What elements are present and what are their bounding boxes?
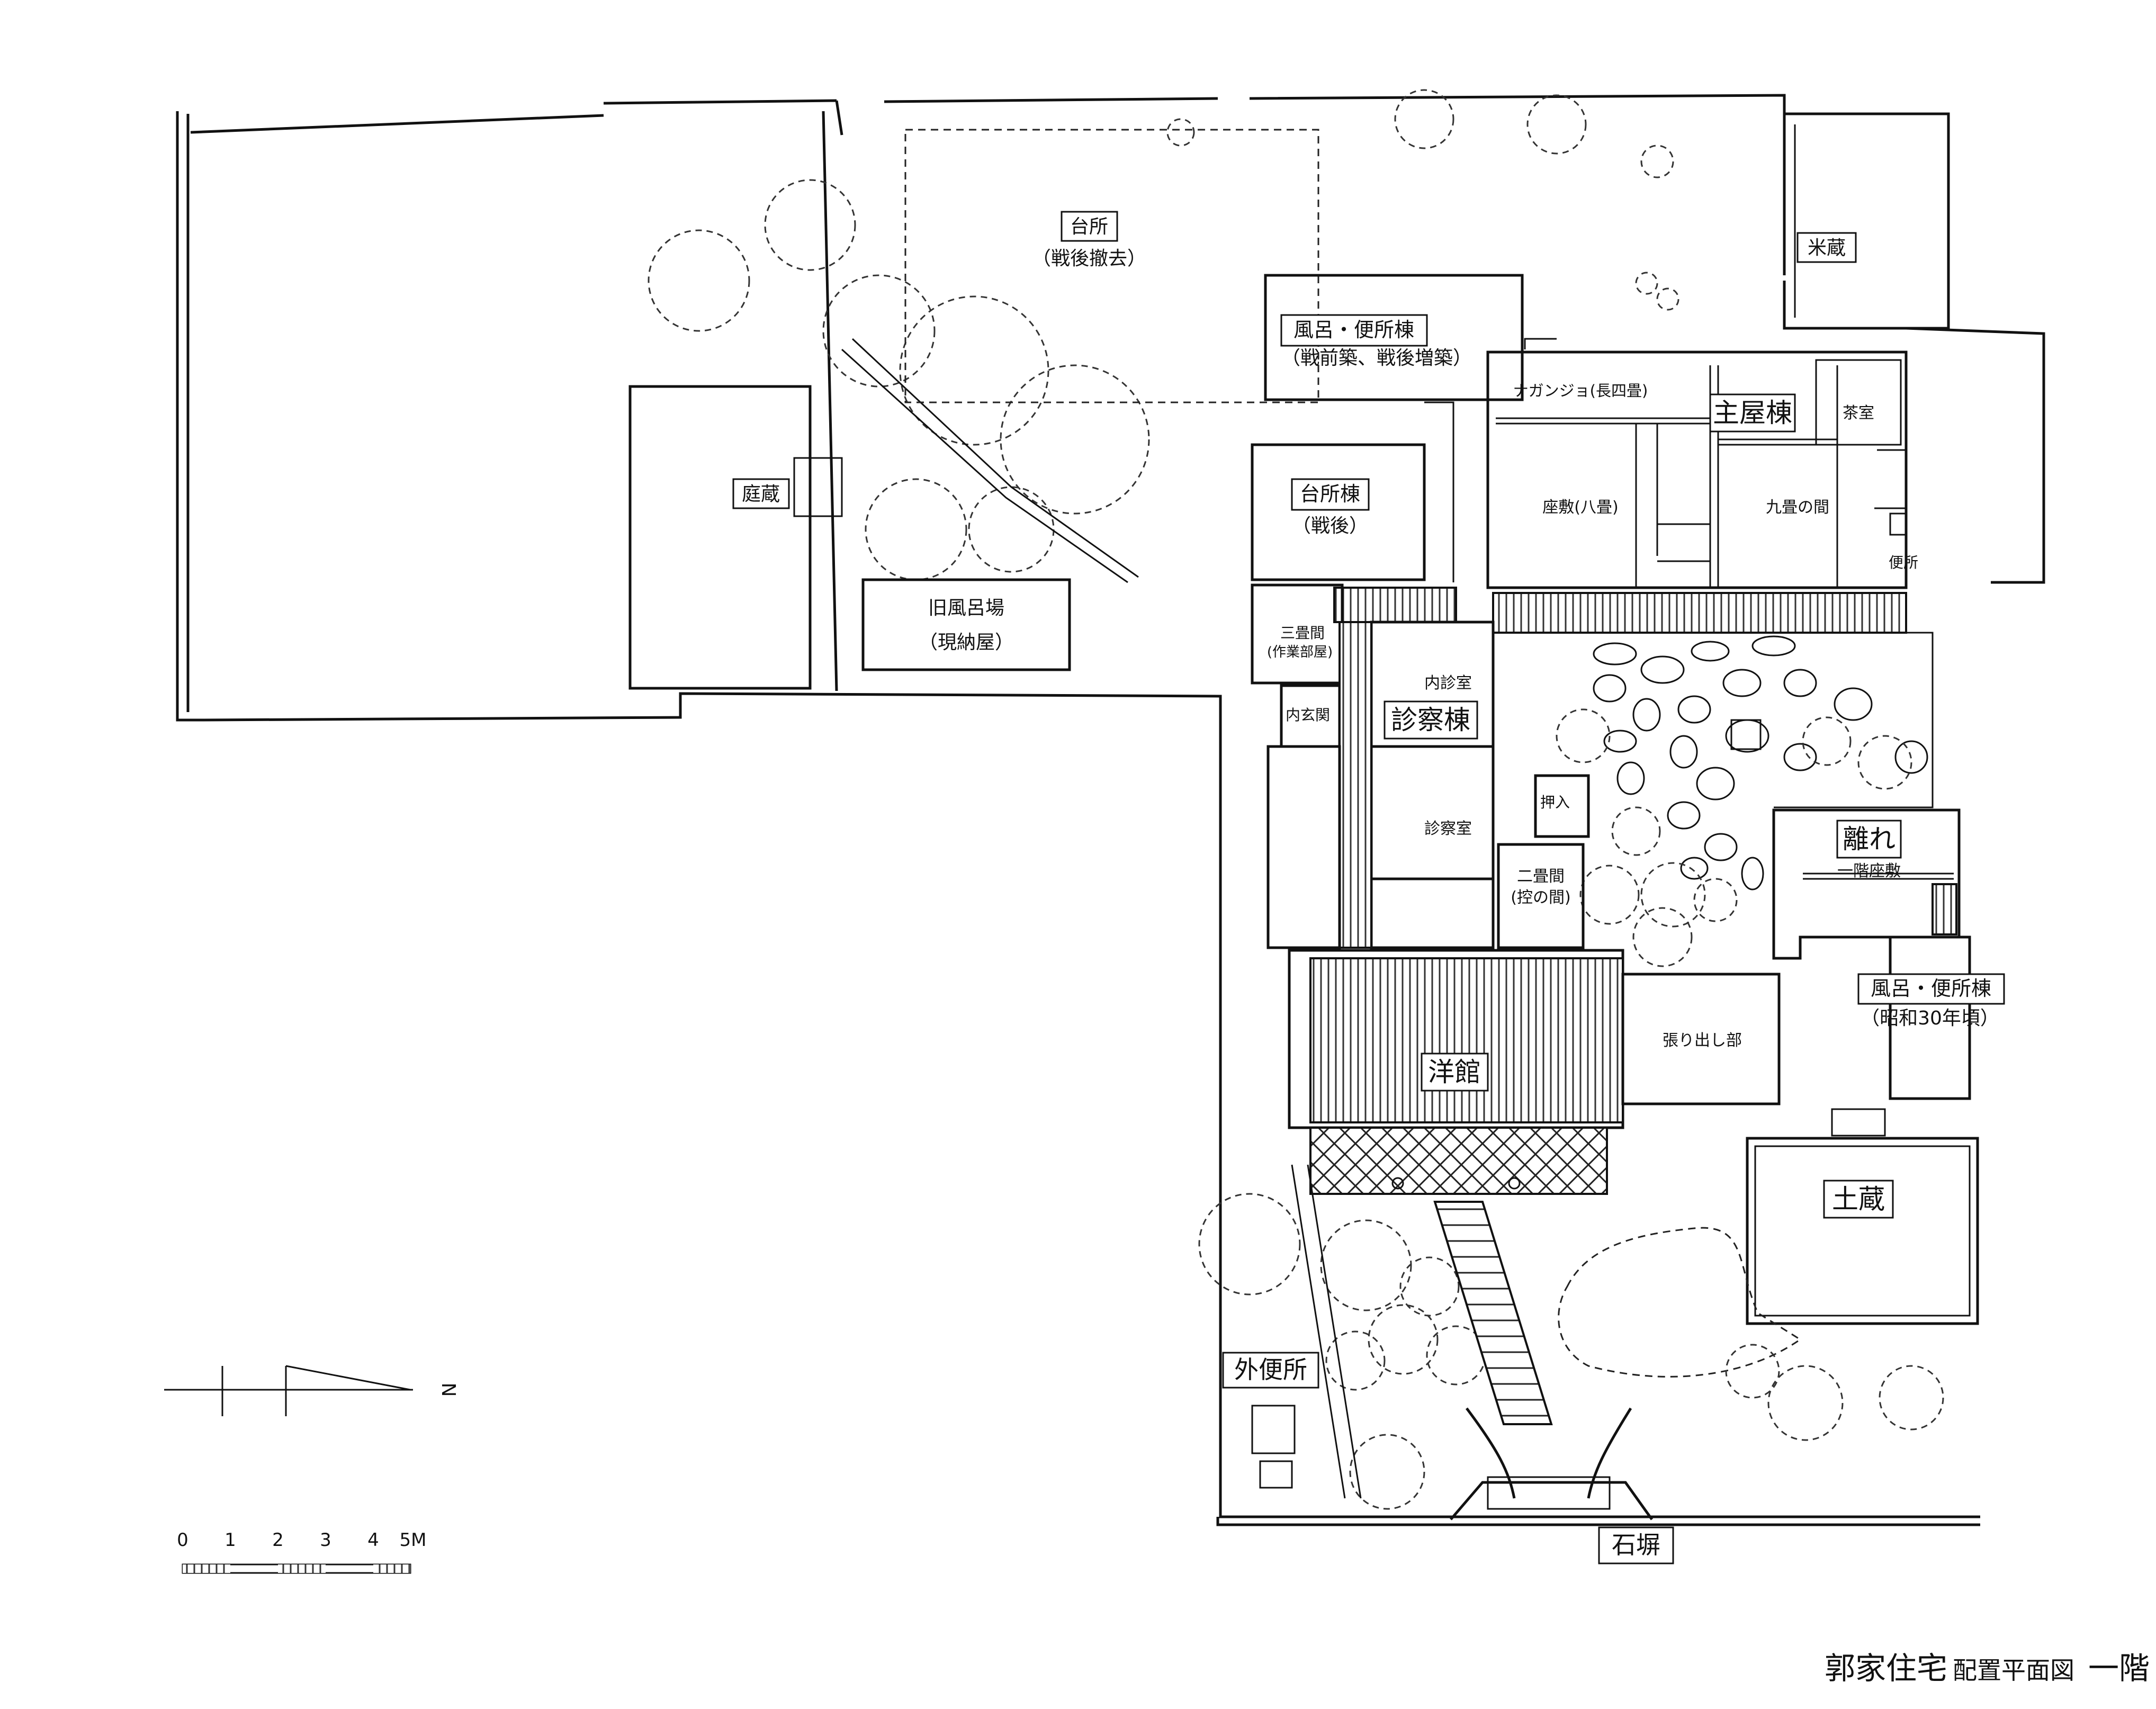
label-kyu-furoba-note: （現納屋） [919,632,1014,653]
label-nagajo: ナガンジョ(長四畳) [1513,382,1648,400]
label-sanjo: 三畳間 [1280,624,1325,642]
label-daidokoro-mune: 台所棟 [1300,482,1360,506]
label-soto-benjo: 外便所 [1234,1355,1307,1384]
label-kome-gura: 米蔵 [1808,237,1846,259]
scale-tick-2: 2 [272,1530,284,1551]
north-arrow: N [164,1365,459,1416]
engawa-main [1492,592,1907,634]
stone-gate [1450,1407,1654,1521]
title-block: 郭家住宅配置平面図一階 [1825,1643,2150,1688]
label-shinsatsu-mune: 診察棟 [1391,705,1470,735]
north-label: N [437,1383,459,1397]
label-shinsatsu-shitsu: 診察室 [1424,820,1472,838]
label-kyujo: 九畳の間 [1766,498,1829,517]
approach-path [1291,1164,1553,1499]
bath-toilet-wing-showa [1889,936,1971,1100]
site-boundary [176,94,1980,1526]
label-daidokoro: 台所 [1070,216,1108,238]
inner-garden [1538,632,1934,967]
label-daidokoro-mune-note: （戦後） [1292,515,1368,537]
title-main: 郭家住宅 [1824,1650,1947,1686]
garden-path [841,338,1139,583]
scale-tick-1: 1 [224,1530,236,1551]
scale-tick-5: 5M [400,1530,427,1551]
label-benjo: 便所 [1889,554,1918,571]
annex [1772,808,1961,960]
label-furo-benjo-2: 風呂・便所棟 [1871,977,1991,1000]
main-house [1486,327,2045,589]
label-dozo: 土蔵 [1832,1184,1885,1215]
label-yokan: 洋館 [1428,1057,1481,1087]
outdoor-toilet [1251,1405,1296,1489]
label-zashiki-8: 座敷(八畳) [1542,498,1618,517]
label-hanare: 離れ [1843,824,1896,854]
clinic-wing [1251,583,1590,949]
old-bathhouse [861,578,1071,671]
label-ishibei: 石塀 [1612,1531,1660,1559]
label-nijo-note: (控の間) [1511,888,1570,907]
title-sub: 配置平面図 [1952,1656,2074,1685]
rice-storehouse [1783,112,1950,330]
kitchen-wing [1251,443,1426,581]
scale-tick-4: 4 [367,1530,379,1551]
label-daidokoro-note: （戦後撤去） [1032,248,1146,269]
kitchen-wing-wall [1424,401,1454,582]
engawa-kitchen [1333,587,1457,623]
garden-south [1198,1193,1944,1510]
label-nai-shinshitsu: 内診室 [1424,674,1472,692]
garden-storehouse [628,385,843,690]
label-furo-benjo-1: 風呂・便所棟 [1293,318,1414,341]
label-kyu-furoba: 旧風呂場 [928,597,1004,619]
label-hariashi: 張り出し部 [1663,1031,1742,1050]
label-omoya: 主屋棟 [1713,398,1792,428]
label-oshiire: 押入 [1540,794,1570,811]
label-daidokoro-group: 台所 （戦後撤去） [1032,211,1146,269]
former-kitchen-outline [904,129,1319,403]
western-building [1288,949,1781,1195]
label-chashitsu: 茶室 [1843,404,1874,422]
garden-trees-north [648,89,1679,581]
label-sanjo-note: (作業部屋) [1267,644,1333,660]
label-niwa-gura: 庭蔵 [742,483,780,505]
label-furo-benjo-note-1: （戦前築、戦後増築） [1281,347,1472,369]
label-nijo: 二畳間 [1517,867,1565,886]
bath-toilet-wing-prewar [1264,274,1524,401]
label-furo-benjo-note-2: （昭和30年頃） [1861,1008,1999,1029]
scale-tick-0: 0 [177,1530,188,1551]
label-ikkai-zashiki: 一階座敷 [1837,862,1901,880]
earthen-storehouse [1746,1108,1979,1325]
title-floor: 一階 [2088,1650,2150,1686]
scale-bar: 0 1 2 3 4 5M [177,1530,427,1574]
label-nai-genkan: 内玄関 [1286,706,1330,724]
scale-tick-3: 3 [320,1530,331,1551]
